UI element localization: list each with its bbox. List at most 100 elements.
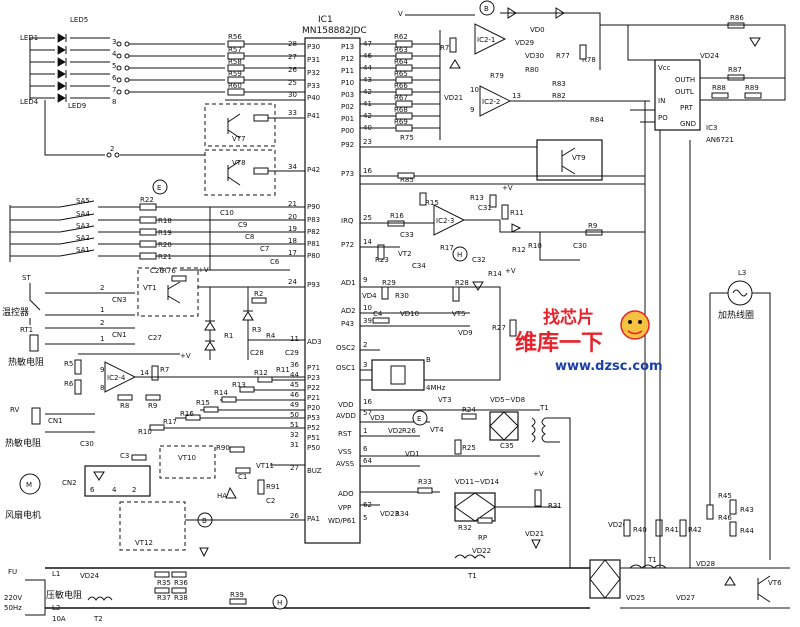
r68-label: R68 <box>394 106 408 114</box>
c8-label: C8 <box>245 233 254 241</box>
temp-controller-label: 温控器 <box>2 306 29 318</box>
c28-label: VD26 <box>608 521 628 529</box>
pin-number: 33 <box>288 109 297 117</box>
r85-label: R90 <box>216 444 230 452</box>
svg-text:9: 9 <box>100 366 104 374</box>
ic3-pin-in: IN <box>658 97 665 105</box>
pin-number: 10 <box>363 304 372 312</box>
pin-number: 64 <box>363 457 372 465</box>
r45-label: R36 <box>174 579 188 587</box>
pin-label: IRQ <box>341 217 354 225</box>
pin-label: P41 <box>307 112 320 120</box>
watermark-top-text: 找芯片 <box>543 307 594 328</box>
pin-number: 57 <box>363 409 372 417</box>
c2-label: C27 <box>148 334 162 342</box>
l2-label: T1 <box>647 556 657 564</box>
vt1-block: VT1 C26 R76 +V <box>137 266 305 317</box>
pin-label: PA1 <box>307 515 320 523</box>
pin-6: 6 <box>112 74 117 82</box>
c24-label: VD22 <box>472 547 491 555</box>
pin-label: P80 <box>307 252 320 260</box>
vdd-supply-block: VD3 VD2 R26 VD1 E VT3 R24 VT4 R25 VD5~VD… <box>360 396 571 568</box>
vt5-label: VT5 <box>452 310 466 318</box>
r30-label: R16 <box>390 212 404 220</box>
r83-label: R88 <box>712 84 726 92</box>
varistor-label: 压敏电阻 <box>46 589 82 601</box>
c26-label: VD24 <box>80 572 100 580</box>
plus-v-label-5: +V <box>533 470 544 478</box>
pin-number: 39 <box>363 317 372 325</box>
pin-label: P83 <box>307 216 320 224</box>
fuse-rating: 10A <box>52 615 66 623</box>
c5-label: C30 <box>80 440 94 448</box>
pin-label: P40 <box>307 94 320 102</box>
motor-m-label: M <box>26 481 32 489</box>
pin-label: P52 <box>307 424 320 432</box>
r80-label: R85 <box>400 176 414 184</box>
vt9-block: VT9 <box>536 139 603 181</box>
c11-label: C30 <box>573 242 587 250</box>
svg-text:1: 1 <box>100 306 104 314</box>
ic2-2-label: IC2-2 <box>482 98 500 106</box>
svg-text:2: 2 <box>110 145 114 153</box>
pin-number: 44 <box>290 371 299 379</box>
pin-label: P82 <box>307 228 320 236</box>
pin-number: 26 <box>288 66 297 74</box>
plus-v-label-3: +V <box>502 184 513 192</box>
rt2-label: RV <box>10 406 19 414</box>
r24-label: R10 <box>528 242 542 250</box>
rv-label: L1 <box>52 570 60 578</box>
pin-label: P00 <box>341 127 354 135</box>
r71-label: R76 <box>440 44 454 52</box>
c18-label: VD2 <box>388 427 403 435</box>
c33-label: VD0 <box>530 26 545 34</box>
cn3-label: CN3 <box>112 296 127 304</box>
pin-number: 3 <box>363 361 367 369</box>
svg-text:14: 14 <box>140 369 149 377</box>
r89-label: C3 <box>120 452 129 460</box>
pin-label: P31 <box>307 56 320 64</box>
led4-label: LED4 <box>20 98 39 106</box>
r69-label: R69 <box>394 118 408 126</box>
pin-label: P43 <box>341 320 354 328</box>
pin-label: P51 <box>307 434 320 442</box>
r1-label: R1 <box>224 332 233 340</box>
r46-label: R37 <box>157 594 171 602</box>
rp-label: RP <box>478 534 487 542</box>
marker-e: E <box>152 179 168 195</box>
r81-label: R86 <box>730 14 744 22</box>
r66-label: R66 <box>394 82 408 90</box>
r53-label: R44 <box>740 527 754 535</box>
r5-label: R5 <box>64 360 73 368</box>
r70-label: R75 <box>400 134 414 142</box>
pin-label: P90 <box>307 203 320 211</box>
pin-number: 31 <box>290 441 299 449</box>
r47-label: R38 <box>174 594 188 602</box>
watermark-url: www.dzsc.com <box>555 359 663 374</box>
r86-label: R91 <box>266 483 280 491</box>
pin-3: 3 <box>112 38 116 46</box>
r25-label: R11 <box>510 209 524 217</box>
r6-label: R6 <box>64 380 74 388</box>
r55-label: R46 <box>718 514 732 522</box>
pin-number: 34 <box>288 163 297 171</box>
r26-label: R12 <box>512 246 526 254</box>
pin-label: P23 <box>307 374 320 382</box>
pin-number: 30 <box>288 91 297 99</box>
pin-label: P73 <box>341 170 354 178</box>
pin-number: 26 <box>290 512 299 520</box>
pin-number: 49 <box>290 401 299 409</box>
r19-label: R19 <box>158 229 172 237</box>
rt1-label: RT1 <box>20 326 33 334</box>
ic2-3-label: IC2-3 <box>436 217 454 225</box>
r18-label: R18 <box>158 217 172 225</box>
ic1-name: IC1 <box>318 15 333 25</box>
c3-label: C28 <box>250 349 264 357</box>
pin-label: P71 <box>307 364 320 372</box>
pin-number: 27 <box>288 53 297 61</box>
temp-controller-block: ST 温控器 RT1 热敏电阻 CN3 CN1 21 21 <box>2 274 135 368</box>
crystal-freq: 4MHz <box>426 384 446 392</box>
svg-text:9: 9 <box>470 106 474 114</box>
pin-number: 1 <box>363 427 367 435</box>
